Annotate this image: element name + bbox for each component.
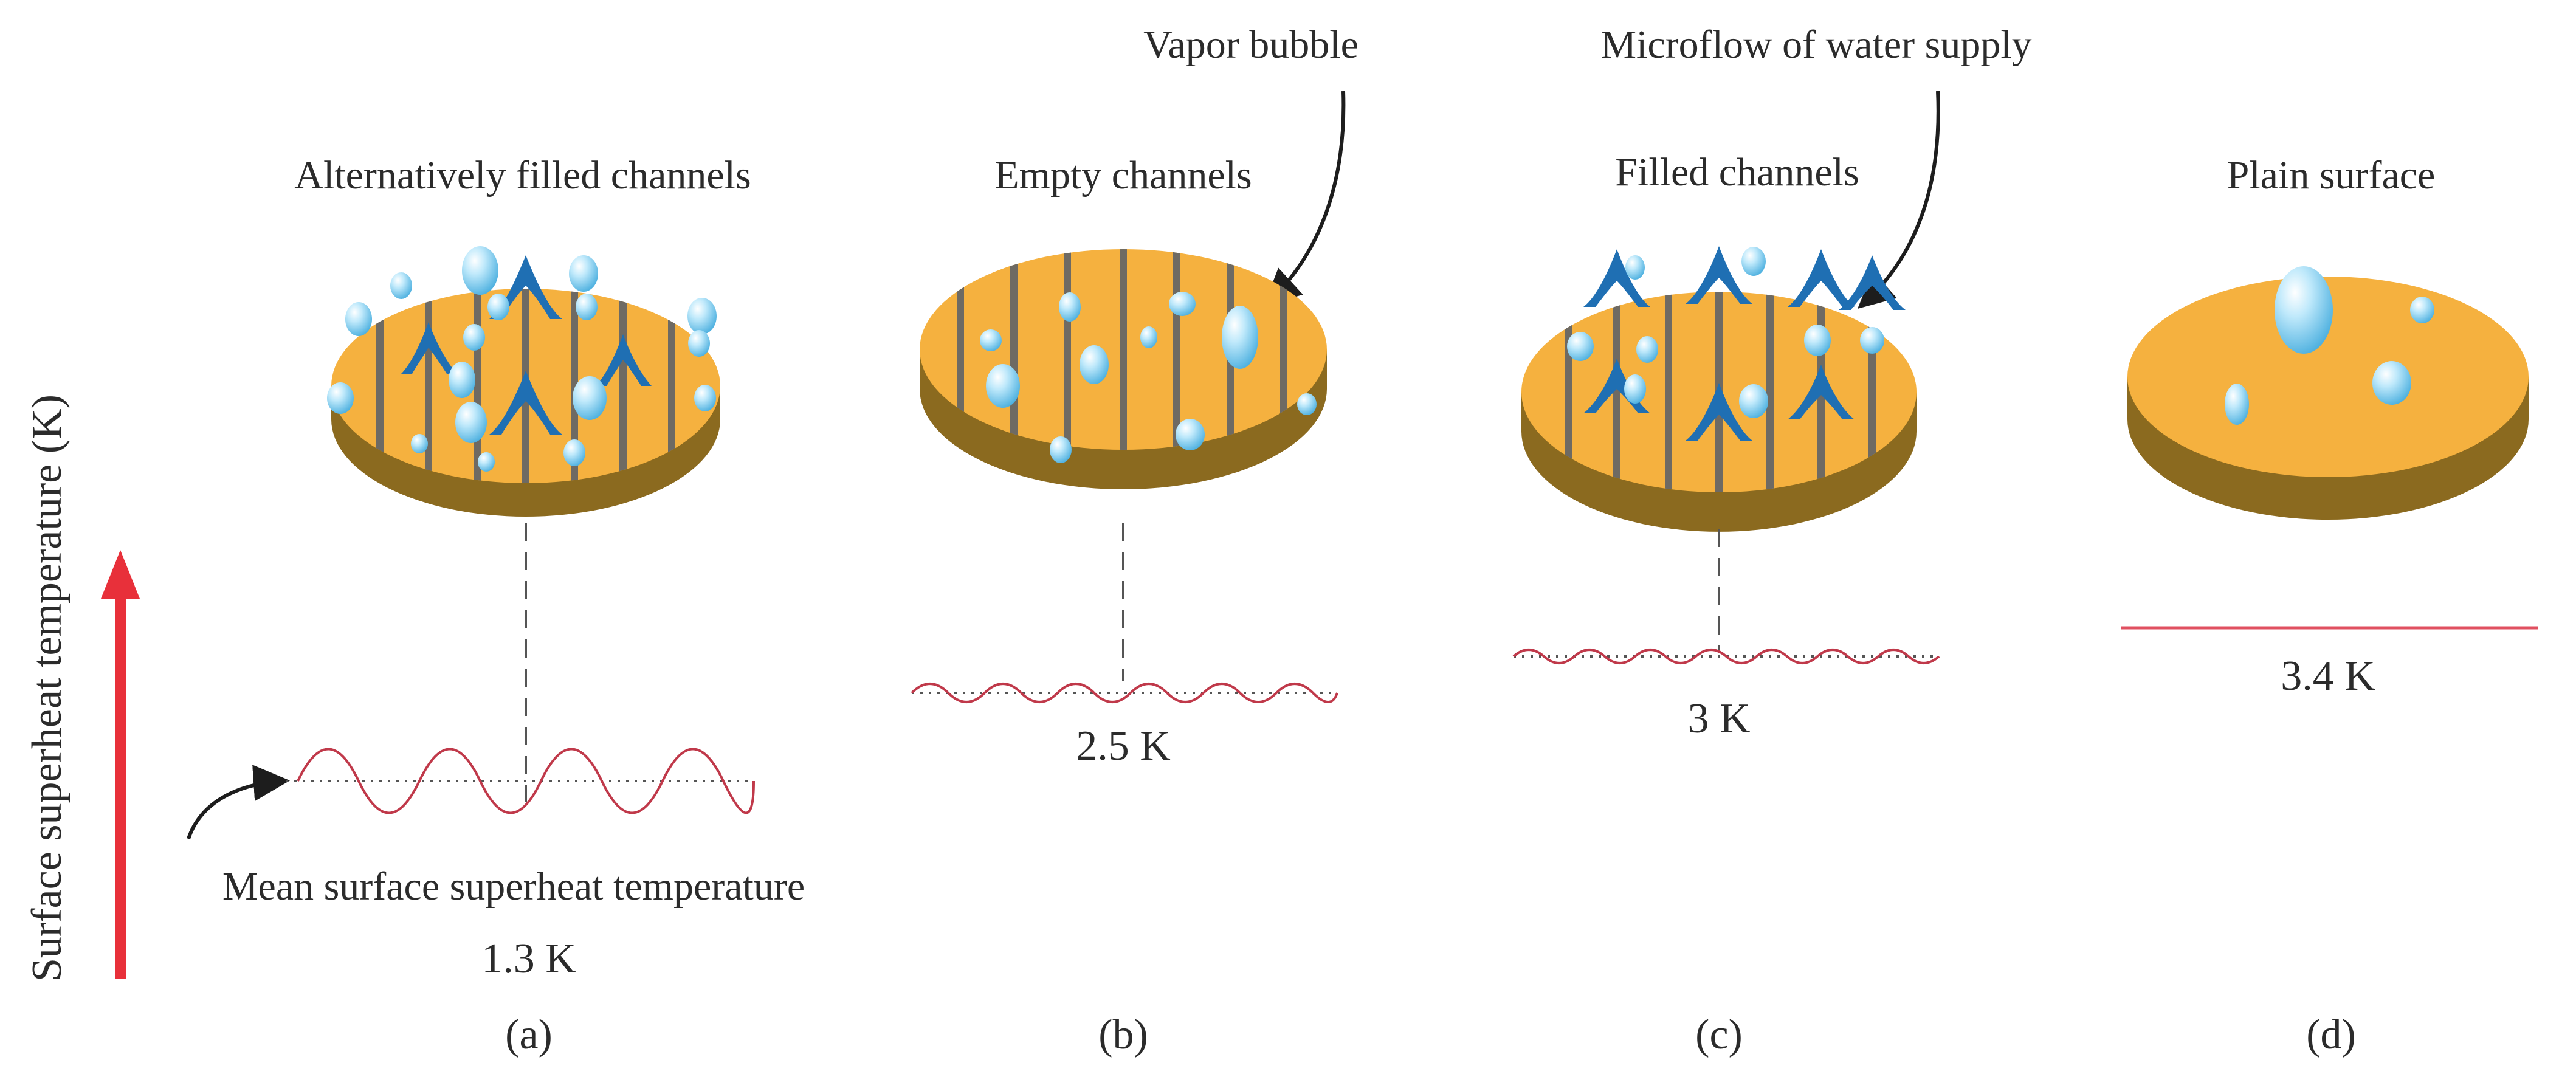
disk-top xyxy=(2127,277,2529,477)
panel-b-temperature-wave xyxy=(911,683,1338,703)
panel-d-value: 3.4 K xyxy=(2281,653,2375,700)
panel-c-temperature-wave xyxy=(1512,649,1940,664)
wave xyxy=(297,748,755,814)
panel-c-value: 3 K xyxy=(1687,695,1750,742)
vapor-bubbles xyxy=(1567,247,1884,418)
panel-c-title: Filled channels xyxy=(1615,150,1859,194)
panel-a-surface xyxy=(327,246,720,517)
center-guides xyxy=(525,523,1720,802)
mean-temp-pointer xyxy=(187,765,290,839)
vapor-bubbles xyxy=(327,246,717,472)
mean-temp-label: Mean surface superheat temperature xyxy=(222,864,805,909)
microflow-label: Microflow of water supply xyxy=(1600,22,2031,67)
panel-a-caption: (a) xyxy=(505,1011,553,1058)
panel-d-caption: (d) xyxy=(2306,1011,2356,1058)
panel-b-title: Empty channels xyxy=(994,153,1252,198)
panel-c-surface xyxy=(1521,246,1917,532)
microflow-jets xyxy=(1583,246,1906,441)
panel-a-temperature-wave xyxy=(286,748,755,814)
vapor-bubble-pointer xyxy=(1264,91,1346,306)
panel-b-value: 2.5 K xyxy=(1076,723,1171,769)
vapor-bubbles xyxy=(980,292,1317,463)
vapor-bubbles xyxy=(2225,266,2434,425)
axis-label: Surface superheat temperature (K) xyxy=(24,394,71,982)
panel-b-caption: (b) xyxy=(1098,1011,1148,1058)
panel-d-title: Plain surface xyxy=(2227,153,2436,198)
panel-b-surface xyxy=(920,249,1327,489)
panel-d-surface xyxy=(2127,266,2529,520)
wave xyxy=(911,683,1338,703)
vapor-bubble-label: Vapor bubble xyxy=(1143,22,1359,67)
panel-a-title: Alternatively filled channels xyxy=(294,153,751,198)
wave xyxy=(1512,649,1940,664)
superheat-axis: Surface superheat temperature (K) xyxy=(24,394,140,982)
axis-arrow-head xyxy=(101,550,140,599)
panel-c-caption: (c) xyxy=(1695,1011,1743,1058)
panel-a-value: 1.3 K xyxy=(481,935,576,982)
